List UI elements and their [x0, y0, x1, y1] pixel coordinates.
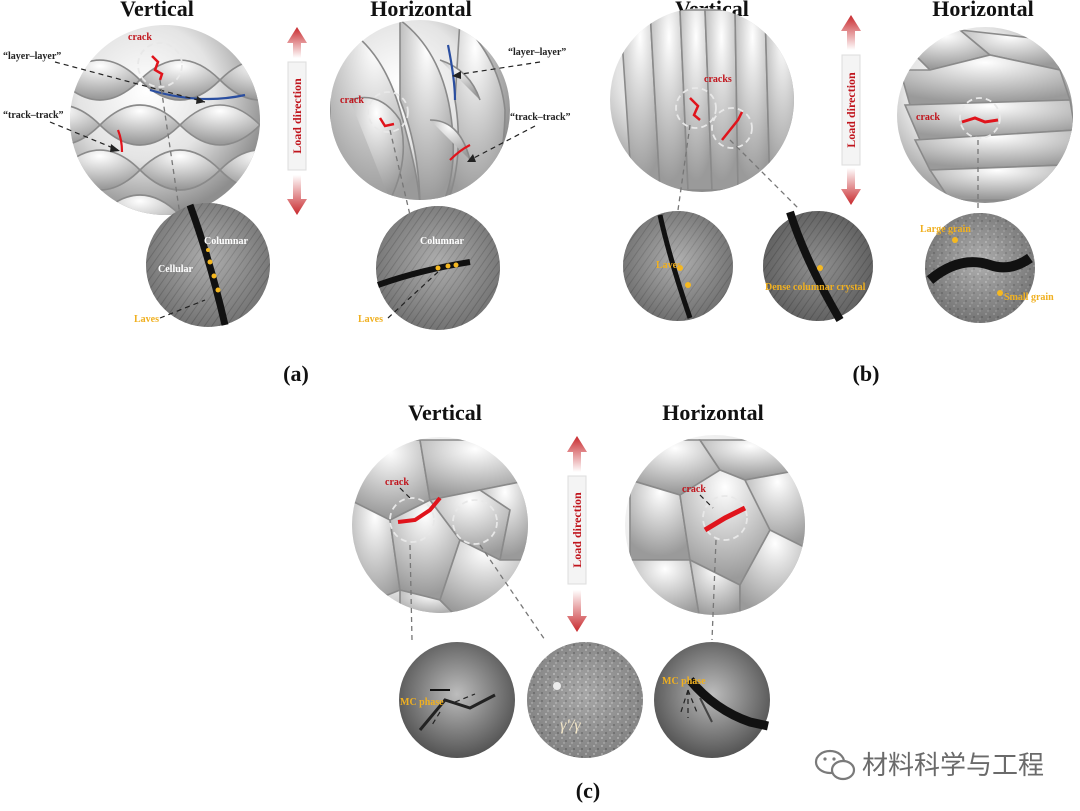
crack-mark: [703, 505, 747, 533]
small-grain-label: Small grain: [1004, 292, 1054, 303]
panel-b-horizontal-sem-inset: Large grain Small grain: [920, 213, 1054, 323]
crack-label: crack: [340, 95, 364, 106]
laves-label: Laves: [358, 314, 383, 325]
cellular-label: Cellular: [158, 264, 194, 275]
panel-c-gamma-sem-inset: γ′/γ: [527, 642, 643, 758]
large-grain-label: Large grain: [920, 224, 971, 235]
columnar-label: Columnar: [204, 236, 248, 247]
panel-c-horizontal-sem-inset: MC phase: [654, 642, 770, 758]
panel-b-horizontal-sphere: crack: [897, 27, 1073, 203]
cracks-label: cracks: [704, 74, 732, 85]
crack-label: crack: [128, 32, 152, 43]
track-boundary-line: [449, 144, 471, 161]
panel-a-load-direction-arrow: Load direction: [287, 27, 307, 215]
crack-mark: [689, 97, 701, 121]
watermark: 材料科学与工程: [814, 749, 1044, 781]
watermark-text: 材料科学与工程: [862, 751, 1044, 781]
arrow-up-icon: [841, 15, 861, 50]
layer-leader: [54, 61, 206, 103]
panel-b-laves-sem-inset: Laves: [623, 211, 733, 321]
panel-b: cracks Laves Dense columnar crystal Load…: [610, 8, 1073, 386]
mc-phase-label: MC phase: [662, 676, 706, 687]
load-direction-label: Load direction: [844, 72, 858, 148]
panel-c-mc-sem-inset: MC phase: [399, 642, 515, 758]
arrow-down-icon: [287, 175, 307, 215]
crack-highlight-circle: [367, 91, 409, 133]
crack-mark: [721, 111, 744, 141]
crack-mark: [397, 496, 442, 524]
panel-c-horizontal-title: Horizontal: [662, 400, 763, 425]
mc-phase-label: MC phase: [400, 697, 444, 708]
track-track-label: “track–track”: [510, 112, 571, 123]
gamma-prime-label: γ′/γ: [560, 717, 581, 734]
panel-c: crack MC phase γ′/γ Load direction: [352, 435, 805, 803]
layer-layer-label: “layer–layer”: [508, 47, 566, 58]
panel-c-vertical-sphere: crack: [352, 437, 528, 613]
panel-b-label: (b): [853, 361, 880, 386]
track-leader: [49, 121, 119, 151]
arrow-down-icon: [567, 590, 587, 632]
crack-mark: [961, 116, 999, 124]
layer-layer-label: “layer–layer”: [3, 51, 61, 62]
panel-a-horizontal-sphere: crack “layer–layer” “track–track”: [330, 20, 571, 200]
panel-c-horizontal-sphere: crack: [625, 435, 805, 615]
panel-a-vertical-title: Vertical: [120, 0, 194, 21]
panel-c-vertical-title: Vertical: [408, 400, 482, 425]
crack-label: crack: [916, 112, 940, 123]
laves-label: Laves: [134, 314, 159, 325]
fish-scale-pattern: [330, 20, 506, 200]
panel-a-horizontal-sem-inset: Columnar Laves: [358, 206, 500, 330]
panel-b-load-direction-arrow: Load direction: [841, 15, 861, 205]
panel-c-label: (c): [576, 778, 600, 803]
columnar-label: Columnar: [420, 236, 464, 247]
arrow-down-icon: [841, 168, 861, 205]
panel-b-vertical-sphere: cracks: [610, 8, 794, 192]
polygonal-grains: [629, 439, 805, 615]
crack-label: crack: [385, 477, 409, 488]
track-boundary-line: [116, 129, 124, 153]
panel-b-horizontal-title: Horizontal: [932, 0, 1033, 21]
panel-a-vertical-sphere: crack “layer–layer” “track–track”: [3, 25, 260, 215]
crack-mark: [151, 55, 164, 81]
panel-a: crack “layer–layer” “track–track” Column…: [3, 20, 571, 386]
panel-a-label: (a): [283, 361, 309, 386]
load-direction-label: Load direction: [570, 492, 584, 568]
track-track-label: “track–track”: [3, 110, 64, 121]
panel-a-horizontal-title: Horizontal: [370, 0, 471, 21]
arrow-up-icon: [567, 436, 587, 472]
dense-columnar-label: Dense columnar crystal: [765, 282, 866, 293]
arrow-up-icon: [287, 27, 307, 58]
load-direction-label: Load direction: [290, 78, 304, 154]
crack-mark: [378, 117, 395, 128]
columnar-grains: [619, 9, 794, 191]
panel-c-load-direction-arrow: Load direction: [567, 436, 587, 632]
laves-label: Laves: [656, 260, 681, 271]
crack-highlight-circle: [137, 42, 183, 88]
panel-a-vertical-sem-inset: Columnar Cellular Laves: [134, 203, 270, 327]
panel-b-dense-sem-inset: Dense columnar crystal: [763, 210, 873, 323]
wechat-icon: [814, 749, 856, 781]
polygonal-grains: [352, 439, 528, 613]
crack-label: crack: [682, 484, 706, 495]
